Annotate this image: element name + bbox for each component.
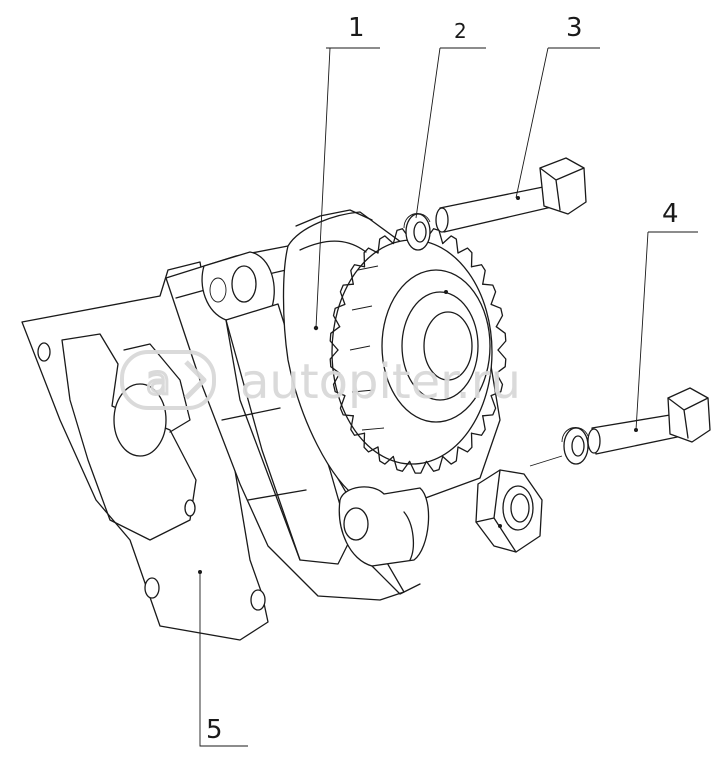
body-bolt-hole <box>343 507 369 541</box>
gear-tooth <box>377 235 394 254</box>
gear-tooth <box>442 446 459 465</box>
gear-tooth <box>329 349 341 374</box>
a-arrow-logo-icon: a <box>120 350 216 410</box>
gear-tooth <box>392 455 411 472</box>
axis-line <box>529 455 563 467</box>
callout-2: 2 <box>415 19 486 219</box>
washer-part-2 <box>403 213 431 251</box>
svg-text:a: a <box>146 358 171 404</box>
gear-tooth <box>457 432 473 453</box>
gear-tooth <box>350 415 366 436</box>
gear-tooth <box>490 303 504 328</box>
callout-number: 1 <box>348 13 365 43</box>
gear-tooth <box>470 264 486 285</box>
gear-tooth <box>339 394 354 417</box>
bolt-part-3 <box>435 157 587 233</box>
watermark: a autopiter.ru <box>120 350 521 410</box>
gear-tooth <box>363 247 379 268</box>
callout-number: 5 <box>206 715 223 745</box>
callout-number: 3 <box>566 13 583 43</box>
gasket-bolt-hole <box>37 342 51 362</box>
gear-bore <box>423 311 473 381</box>
callout-number: 4 <box>662 199 679 229</box>
gear-tooth <box>339 283 354 306</box>
hex-plug <box>475 469 543 553</box>
callout-5: 5 <box>198 570 248 747</box>
gear-tooth <box>495 326 507 351</box>
gear-tooth <box>332 303 346 328</box>
gear-tooth <box>442 235 459 254</box>
gear-tooth <box>363 432 379 453</box>
bolt-part-4 <box>587 387 711 455</box>
gear-tooth <box>329 326 341 351</box>
gear-tooth <box>425 455 444 472</box>
gasket-bolt-hole <box>250 589 266 611</box>
gasket-bolt-hole <box>144 577 160 599</box>
callout-number: 2 <box>454 19 467 43</box>
drive-gear <box>329 226 507 474</box>
gear-tooth <box>332 372 346 397</box>
flange-bolt-hole <box>231 265 257 303</box>
gear-tooth <box>350 264 366 285</box>
gear-tooth <box>377 446 394 465</box>
callout-4: 4 <box>635 199 698 431</box>
gear-tooth <box>490 372 504 397</box>
gear-tooth <box>482 394 497 417</box>
callout-1: 1 <box>315 13 380 329</box>
gear-tooth <box>408 460 428 474</box>
gear-tooth <box>457 247 473 268</box>
gasket-port-hole <box>113 383 167 457</box>
callout-3: 3 <box>515 13 600 199</box>
gasket-bolt-hole <box>184 499 196 517</box>
washer-part-4 <box>561 427 589 465</box>
gear-tooth <box>482 283 497 306</box>
gear-tooth <box>495 349 507 374</box>
gear-tooth <box>470 415 486 436</box>
watermark-text: autopiter.ru <box>240 354 521 410</box>
